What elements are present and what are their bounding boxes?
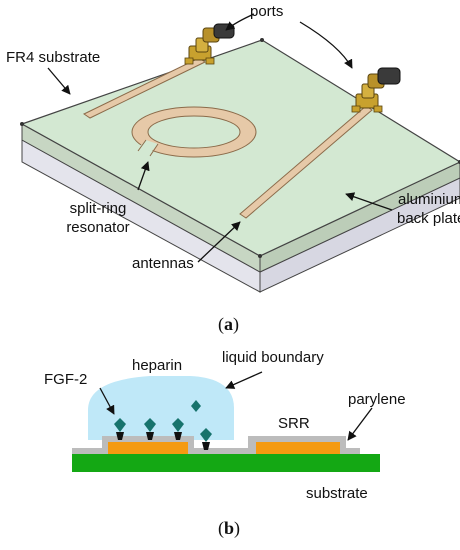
label-aluminium: aluminium	[398, 191, 460, 208]
arrow-ports-right	[299, 21, 353, 69]
fgf2-molecule	[172, 418, 184, 440]
label-srr: SRR	[278, 415, 310, 432]
split-ring-resonator	[131, 106, 257, 158]
arrow-fr4	[47, 67, 71, 95]
label-split-ring-2: resonator	[66, 219, 129, 236]
fgf2-molecule-cluster	[114, 400, 212, 450]
antenna-right	[239, 105, 373, 219]
panel-b: FGF-2 heparin liquid boundary parylene S…	[44, 349, 406, 539]
heparin-molecule	[191, 400, 201, 412]
substrate-layer	[72, 454, 380, 472]
liquid-droplet	[88, 376, 234, 440]
label-heparin: heparin	[132, 357, 182, 374]
label-split-ring-1: split-ring	[70, 200, 127, 217]
fgf2-molecule	[144, 418, 156, 440]
sma-port-left	[184, 23, 235, 65]
label-liquid-boundary: liquid boundary	[222, 349, 324, 366]
label-fr4-substrate: FR4 substrate	[6, 49, 100, 66]
panel-a: ports FR4 substrate split-ring resonator…	[6, 3, 460, 335]
callout-arrows-b	[99, 371, 373, 441]
label-ports: ports	[250, 3, 283, 20]
arrow-parylene	[347, 407, 373, 441]
arrow-back-plate	[345, 192, 393, 211]
sma-port-right	[351, 67, 401, 113]
caption-a: (a)	[218, 314, 239, 335]
label-antennas: antennas	[132, 255, 194, 272]
fgf2-molecule	[114, 418, 126, 440]
arrow-srr	[137, 161, 150, 191]
fgf2-molecule	[200, 428, 212, 450]
srr-electrode	[256, 442, 340, 454]
label-back-plate: back plate	[397, 210, 460, 227]
arrow-antennas	[197, 221, 241, 263]
electrode-left	[108, 442, 188, 454]
arrow-fgf2	[99, 387, 115, 415]
caption-b: (b)	[218, 518, 240, 539]
arrow-ports-left	[225, 13, 255, 31]
label-substrate: substrate	[306, 485, 368, 502]
antenna-left	[82, 57, 207, 119]
label-parylene: parylene	[348, 391, 406, 408]
callout-arrows-a	[47, 13, 393, 263]
label-fgf2: FGF-2	[44, 371, 87, 388]
arrow-liquid-boundary	[225, 371, 263, 389]
